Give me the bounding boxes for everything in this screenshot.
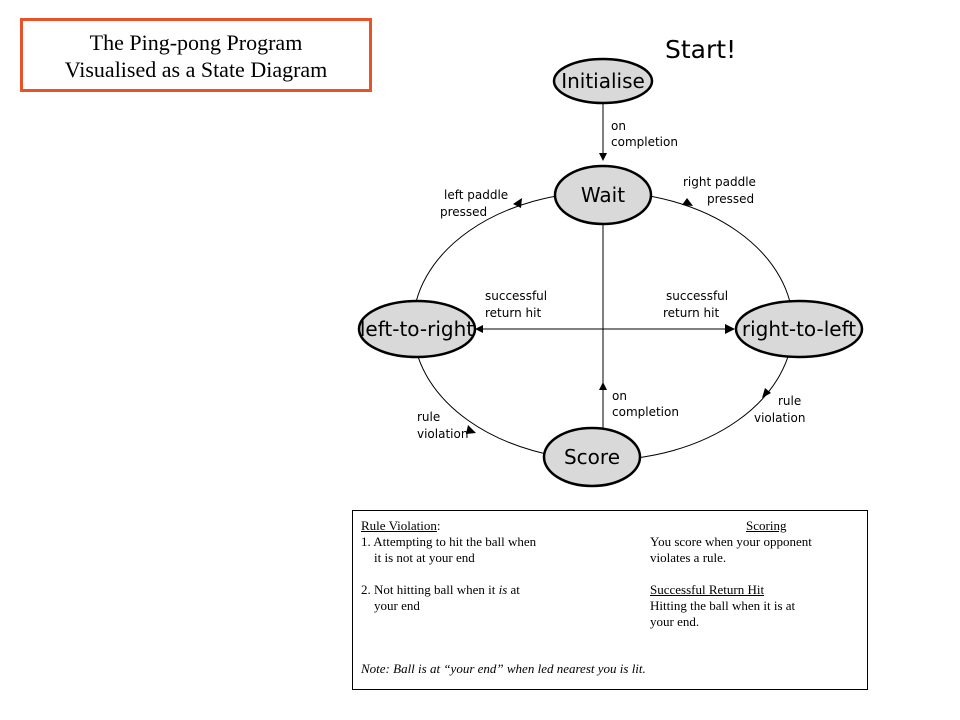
state-score-label: Score [564,445,620,469]
return-hit-line-1: Hitting the ball when it is at [650,598,796,613]
scoring-heading: Scoring [746,518,787,533]
label-init-wait-1: on [611,119,626,133]
state-left-to-right: left-to-right [357,299,477,359]
state-initialise-label: Initialise [561,69,645,93]
scoring-line-2: violates a rule. [650,550,727,565]
label-score-wait-1: on [612,389,627,403]
rule-item-2-line-2: your end [374,598,420,613]
label-rule-left-2: violation [417,427,468,441]
rule-item-1-line-2: it is not at your end [374,550,475,565]
legend-rule-violation: Rule Violation: 1. Attempting to hit the… [361,518,641,614]
arrowhead-rule-violation-left [466,425,476,434]
title-line-2: Visualised as a State Diagram [64,57,328,82]
state-wait-label: Wait [581,183,625,207]
rule-item-1-line-1: 1. Attempting to hit the ball when [361,534,537,549]
label-init-wait-2: completion [611,135,678,149]
start-label: Start! [665,35,736,64]
rule-item-2-post: at [507,582,520,597]
rule-violation-heading: Rule Violation [361,518,437,533]
arrowhead-rule-violation-right [762,388,771,398]
label-right-paddle-2: pressed [707,192,754,206]
label-rtl-return-1: successful [666,289,728,303]
arrowhead-right-paddle [682,198,693,206]
label-rtl-return-2: return hit [663,306,719,320]
label-ltr-return-1: successful [485,289,547,303]
label-left-paddle-2: pressed [440,205,487,219]
state-right-to-left: right-to-left [734,299,864,359]
label-score-wait-2: completion [612,405,679,419]
rule-violation-heading-row: Rule Violation: [361,518,641,534]
label-rule-left-1: rule [417,410,440,424]
rule-item-2-em: is [498,582,508,597]
title-line-1: The Ping-pong Program [89,30,303,55]
return-hit-heading: Successful Return Hit [650,582,765,597]
state-right-to-left-label: right-to-left [742,317,856,341]
state-initialise: Initialise [552,57,654,105]
label-rule-right-1: rule [778,394,801,408]
arrowhead-left-paddle [513,198,522,208]
rule-item-2-pre: 2. Not hitting ball when it [361,582,499,597]
arrowhead-rtl-entry [725,324,735,334]
legend-note: Note: Ball is at “your end” when led nea… [361,661,646,676]
return-hit-line-2: your end. [650,614,700,629]
scoring-line-1: You score when your opponent [650,534,812,549]
label-left-paddle-1: left paddle [444,188,508,202]
state-left-to-right-label: left-to-right [360,317,474,341]
legend-scoring: Scoring You score when your opponent vio… [650,518,860,630]
label-ltr-return-2: return hit [485,306,541,320]
state-wait: Wait [553,164,653,226]
label-right-paddle-1: right paddle [683,175,756,189]
legend-box: Rule Violation: 1. Attempting to hit the… [352,510,868,690]
rule-item-2-line-1: 2. Not hitting ball when it is at [361,582,641,598]
state-score: Score [542,426,642,488]
label-rule-right-2: violation [754,411,805,425]
title-box: The Ping-pong Program Visualised as a St… [20,18,372,92]
rule-violation-colon: : [436,518,441,533]
